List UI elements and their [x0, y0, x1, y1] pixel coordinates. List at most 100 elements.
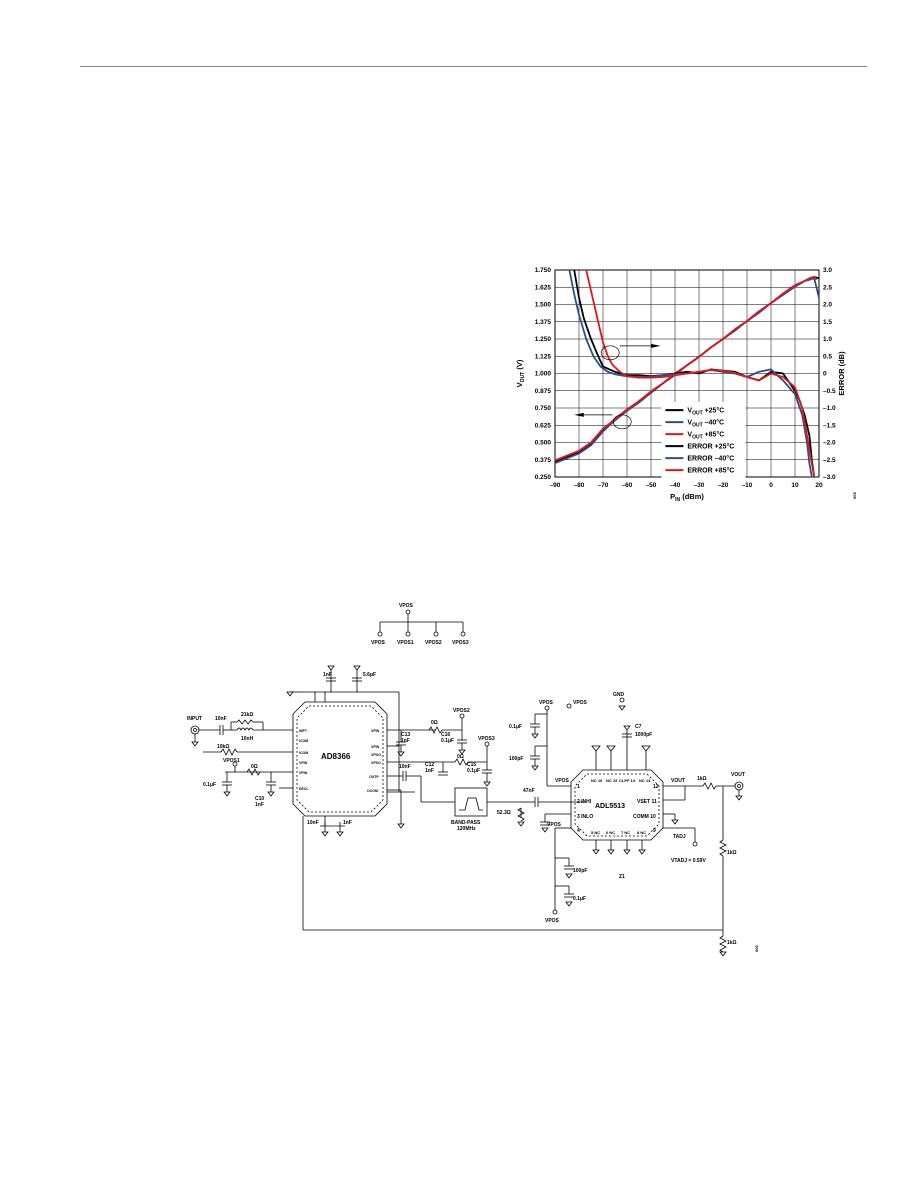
y-tick-label: 0.875 — [535, 388, 552, 395]
adl5513-pin-9: 9 — [653, 828, 656, 834]
label-c-in: 10nF — [215, 716, 227, 722]
x-tick-label: –20 — [718, 482, 729, 489]
y2-tick-label: –1.0 — [823, 405, 836, 412]
label-c12: C12 — [425, 762, 434, 768]
x-axis-title: PIN (dBm) — [670, 492, 704, 503]
x-tick-label: –10 — [742, 482, 753, 489]
input-connector — [190, 725, 200, 735]
label-vpos-top: VPOS — [399, 603, 414, 609]
x-tick-label: –50 — [646, 482, 657, 489]
adl5513-pin-4: 4 — [577, 828, 580, 834]
legend-label-4: ERROR –40°C — [687, 455, 734, 463]
adl5513-pin-15: NC 15 — [606, 778, 618, 783]
label-r-0ohm-a: 0Ω — [251, 764, 258, 770]
y2-tick-label: –3.0 — [823, 474, 836, 481]
y-tick-label: 1.750 — [535, 267, 552, 274]
label-r-0ohm-b: 0Ω — [431, 720, 438, 726]
band-pass-filter — [454, 787, 488, 817]
ad8366-left-pin-5: VPIN — [299, 771, 308, 775]
y-tick-label: 1.500 — [535, 302, 552, 309]
label-c-bot1: 10nF — [307, 820, 319, 826]
label-c16-val: 0.1μF — [441, 738, 454, 744]
adl5513-pin-7: 7 NC — [621, 830, 630, 835]
label-bpf-1: BAND-PASS — [451, 820, 481, 826]
y2-tick-label: 1.0 — [823, 336, 832, 343]
ad8366-right-pin-5: OUTP — [369, 775, 379, 779]
label-tadj: TADJ — [673, 834, 686, 840]
adl5513-pin-12: 12 — [653, 784, 659, 790]
label-c10-val: 1nF — [255, 802, 264, 808]
y-tick-label: 0.750 — [535, 405, 552, 412]
y2-tick-label: –2.5 — [823, 457, 836, 464]
label-vout-pin: VOUT — [671, 778, 685, 784]
label-c-100-b: 100pF — [573, 868, 587, 874]
label-input: INPUT — [187, 716, 202, 722]
label-z1: Z1 — [619, 874, 625, 880]
adl5513-pin-2: 2 INHI — [577, 799, 592, 805]
series-line-5 — [585, 270, 816, 477]
y-tick-label: 1.000 — [535, 371, 552, 378]
x-tick-label: 20 — [815, 482, 823, 489]
x-tick-label: 10 — [791, 482, 799, 489]
x-tick-label: –70 — [598, 482, 609, 489]
label-c10: C10 — [255, 796, 264, 802]
label-r-1k-c: 1kΩ — [727, 940, 737, 946]
label-vpos3: VPOS3 — [478, 736, 495, 742]
vpos-terminal — [405, 609, 411, 615]
label-c-47: 47nF — [523, 788, 535, 794]
legend-label-3: ERROR +25°C — [687, 443, 734, 451]
application-schematic: VPOS VPOS VPOS1 VPOS2 VPOS3 1nF 5.6pF AD… — [187, 603, 759, 956]
adl5513-pin-16: NC 16 — [591, 778, 603, 783]
ad8366-right-pin-6: OCOM — [367, 789, 378, 793]
y2-axis-title: ERROR (dB) — [837, 351, 846, 396]
label-vpos-left: VPOS — [539, 700, 554, 706]
label-c15: C15 — [467, 762, 476, 768]
label-c-top1: 1nF — [323, 672, 332, 678]
x-tick-label: –60 — [622, 482, 633, 489]
label-tap-vpos2: VPOS2 — [425, 640, 442, 646]
header-rule — [80, 66, 867, 67]
adl5513-pin-3: 3 INLO — [577, 814, 593, 820]
label-bpf-2: 120MHz — [457, 826, 476, 832]
label-r-0ohm-c: 0Ω — [457, 754, 464, 760]
label-r-52: 52.3Ω — [497, 810, 511, 816]
annotation-arrowhead-right — [651, 343, 661, 348]
label-c7-val: 1000pF — [635, 732, 652, 738]
y-tick-label: 1.625 — [535, 284, 552, 291]
y-tick-label: 1.125 — [535, 353, 552, 360]
adl5513-pin-10: COMM 10 — [633, 814, 656, 820]
label-vpos-bot-pin: VPOS — [547, 822, 562, 828]
ad8366-right-pin-1: VPIN — [371, 729, 380, 733]
label-c-top2: 5.6pF — [363, 672, 376, 678]
y-tick-label: 1.375 — [535, 319, 552, 326]
label-c12-val: 1nF — [425, 768, 434, 774]
label-c-100-a: 100pF — [509, 756, 523, 762]
label-r-1k-a: 1kΩ — [697, 776, 707, 782]
y2-tick-label: 2.5 — [823, 284, 832, 291]
label-c7: C7 — [635, 724, 642, 730]
y-tick-label: 1.250 — [535, 336, 552, 343]
adl5513-pin-8: 8 NC — [637, 830, 646, 835]
label-vpos-bot: VPOS — [545, 918, 560, 924]
ad8366-left-pin-1: INPT — [299, 729, 308, 733]
label-vtadj: VTADJ = 0.59V — [671, 858, 706, 864]
figure-2-id: 006 — [754, 945, 759, 952]
label-vout-conn: VOUT — [731, 772, 745, 778]
label-tap-vpos1: VPOS1 — [397, 640, 414, 646]
legend-box — [661, 402, 746, 479]
label-vpos-left2: VPOS — [573, 700, 588, 706]
ad8366-right-pin-4: VPSO — [371, 761, 381, 765]
adl5513-pin-13: NC 13 — [639, 778, 651, 783]
figure-id: 005 — [852, 492, 857, 499]
x-tick-label: –90 — [550, 482, 561, 489]
label-c13-val: 1nF — [401, 738, 410, 744]
label-c-out: 10nF — [399, 764, 411, 770]
label-tap-vpos3: VPOS3 — [452, 640, 469, 646]
label-c-01-b: 0.1μF — [509, 724, 522, 730]
label-l-in: 10nH — [241, 736, 254, 742]
label-vpos1: VPOS1 — [223, 758, 240, 764]
annotation-ellipse-error — [600, 345, 620, 361]
y2-tick-label: 3.0 — [823, 267, 832, 274]
x-tick-label: –40 — [670, 482, 681, 489]
